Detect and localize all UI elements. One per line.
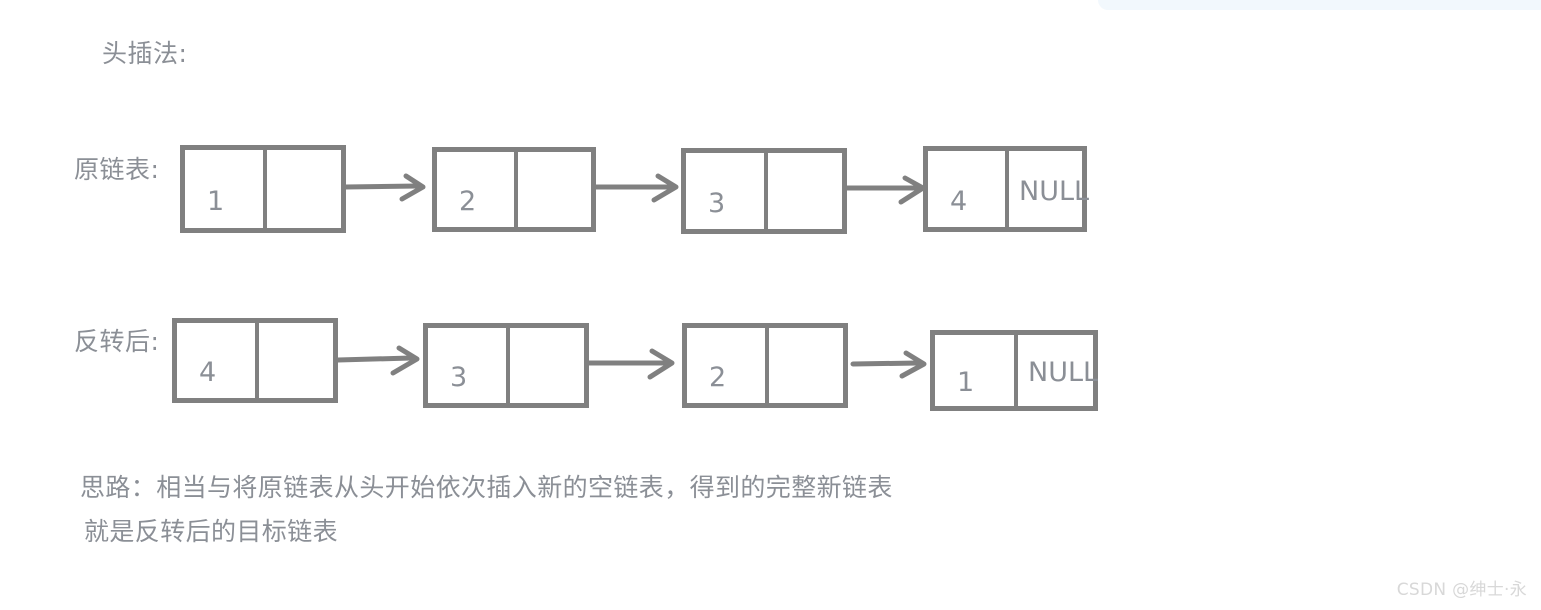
- arrow-icon: [342, 170, 436, 206]
- list-node: 4 NULL: [923, 146, 1089, 232]
- list-node: 2: [432, 147, 596, 232]
- arrow-icon: [850, 350, 932, 386]
- row-label-reversed: 反转后:: [74, 327, 160, 356]
- list-node: 3: [423, 323, 589, 408]
- node-data-value: 1: [207, 185, 225, 217]
- node-next-cell: [514, 152, 591, 227]
- arrow-icon: [592, 172, 686, 208]
- node-next-cell: [765, 328, 843, 403]
- top-blue-strip: [1098, 0, 1541, 10]
- list-node: 3: [681, 148, 847, 234]
- list-node: 1 NULL: [930, 330, 1098, 411]
- node-data-cell: 2: [437, 152, 514, 227]
- node-next-cell: NULL: [1005, 151, 1089, 227]
- explanation-note: 思路：相当与将原链表从头开始依次插入新的空链表，得到的完整新链表 就是反转后的目…: [80, 466, 1080, 554]
- node-data-value: 2: [709, 362, 727, 393]
- node-next-value: NULL: [1019, 175, 1090, 207]
- node-data-cell: 2: [687, 328, 765, 403]
- node-data-value: 3: [450, 362, 468, 393]
- node-data-cell: 1: [935, 335, 1014, 406]
- row-label-original: 原链表:: [74, 155, 160, 184]
- node-data-cell: 3: [686, 153, 764, 229]
- node-data-cell: 4: [177, 323, 255, 398]
- list-node: 4: [172, 318, 338, 403]
- node-data-cell: 1: [185, 150, 263, 228]
- node-next-value: NULL: [1028, 357, 1099, 388]
- node-data-value: 4: [199, 357, 217, 388]
- node-next-cell: [255, 323, 333, 398]
- arrow-icon: [335, 345, 429, 381]
- node-data-value: 4: [950, 185, 968, 217]
- arrow-icon: [843, 175, 929, 212]
- node-next-cell: NULL: [1014, 335, 1098, 406]
- arrow-icon: [586, 348, 684, 384]
- page-title: 头插法:: [102, 39, 188, 68]
- watermark: CSDN @绅士·永: [1396, 580, 1527, 600]
- node-data-cell: 4: [928, 151, 1005, 227]
- node-next-cell: [764, 153, 842, 229]
- note-line-2: 就是反转后的目标链表: [84, 517, 339, 546]
- node-next-cell: [506, 328, 584, 403]
- node-data-cell: 3: [428, 328, 506, 403]
- node-next-cell: [263, 150, 341, 228]
- node-data-value: 1: [957, 367, 975, 398]
- list-node: 2: [682, 323, 848, 408]
- note-line-1: 思路：相当与将原链表从头开始依次插入新的空链表，得到的完整新链表: [80, 473, 893, 502]
- node-data-value: 3: [708, 187, 726, 219]
- node-data-value: 2: [459, 186, 477, 217]
- list-node: 1: [180, 145, 346, 233]
